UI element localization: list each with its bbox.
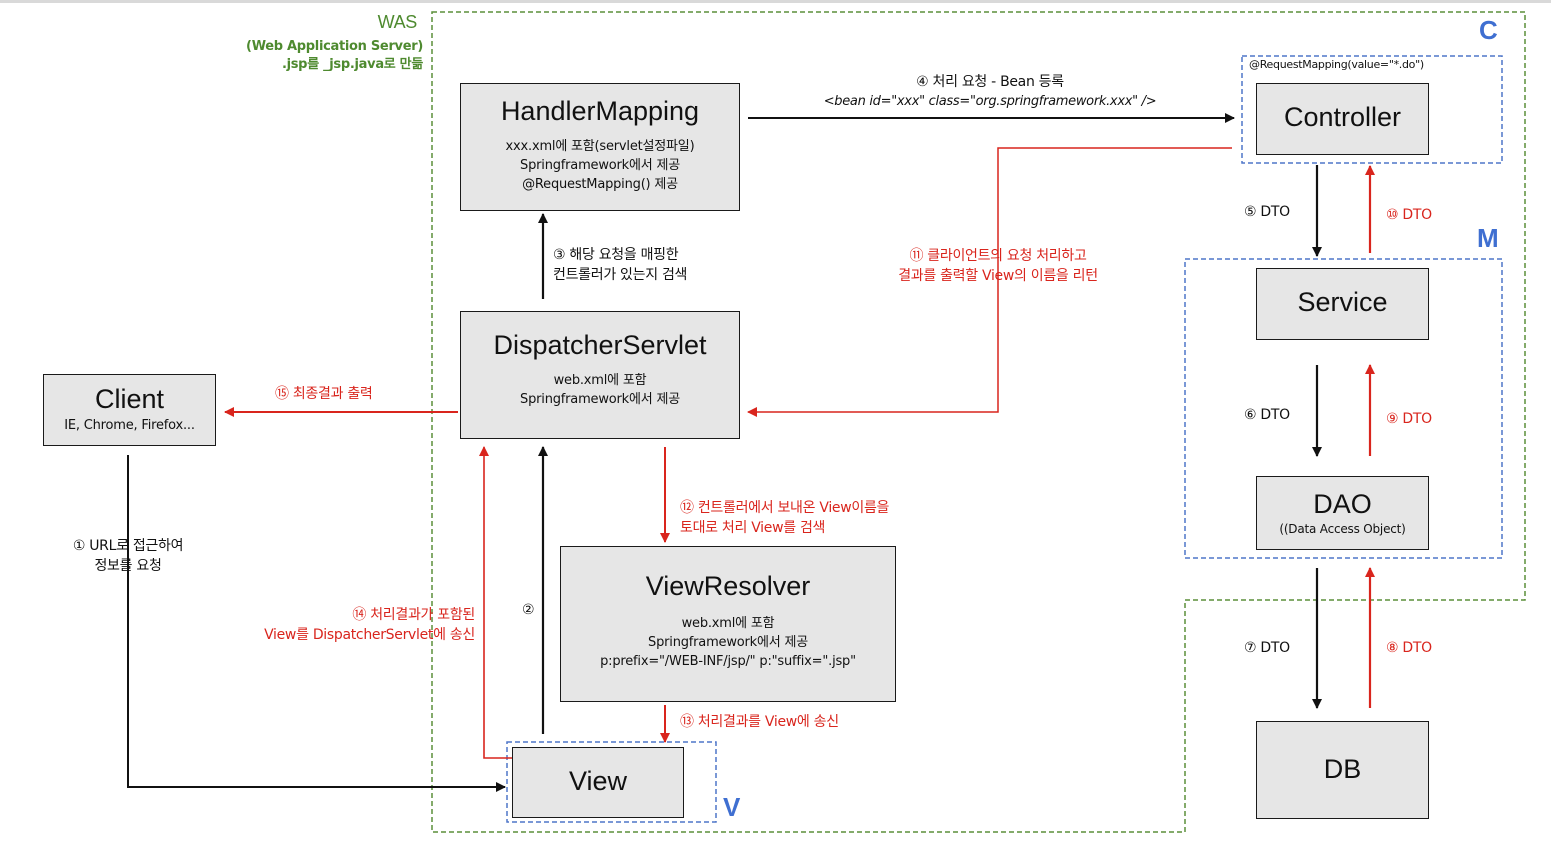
label-step4-action: ④ 처리 요청 - Bean 등록 [916,74,1064,90]
dao-title: DAO [1313,489,1372,519]
label-step14: ⑭ 처리결과가 포함된 View를 DispatcherServlet에 송신 [264,607,475,643]
label-step2: ② [522,602,535,618]
layer-label-v: V [723,792,741,822]
dispatcher-servlet-box: DispatcherServlet web.xml에 포함 Springfram… [460,311,740,439]
arrow-step11 [747,147,1232,417]
label-step6: ⑥ DTO [1244,407,1290,423]
handler-mapping-box: HandlerMapping xxx.xml에 포함(servlet설정파일) … [460,83,740,211]
view-layer-v [506,741,717,823]
dispatcher-servlet-desc: web.xml에 포함 Springframework에서 제공 [520,373,680,407]
label-step11: ⑪ 클라이언트의 요청 처리하고 결과를 출력할 View의 이름을 리턴 [898,248,1098,284]
handler-mapping-title: HandlerMapping [500,96,700,126]
arrow-step14 [479,446,512,759]
handler-mapping-desc: xxx.xml에 포함(servlet설정파일) Springframework… [505,139,695,192]
dispatcher-servlet-title: DispatcherServlet [493,330,707,360]
label-step12: ⑫ 컨트롤러에서 보내온 View이름을 토대로 처리 View를 검색 [680,500,890,536]
service-box: Service [1256,268,1429,340]
view-title: View [568,766,628,796]
label-step8: ⑧ DTO [1386,640,1432,656]
layer-label-m: M [1477,223,1499,253]
controller-title: Controller [1283,102,1402,132]
label-step5: ⑤ DTO [1244,204,1290,220]
label-step7: ⑦ DTO [1244,640,1290,656]
dao-desc: ((Data Access Object) [1279,522,1406,536]
dao-box: DAO ((Data Access Object) [1256,476,1429,550]
controller-layer-c [1241,55,1503,164]
client-desc: IE, Chrome, Firefox... [64,418,195,433]
label-step10: ⑩ DTO [1386,207,1432,223]
label-step9: ⑨ DTO [1386,411,1432,427]
db-title: DB [1323,754,1362,784]
was-title: WAS [377,12,418,32]
db-box: DB [1256,721,1429,819]
was-boundary [431,11,1526,833]
label-step4-bean: <bean id="xxx" class="org.springframewor… [823,94,1157,109]
view-resolver-box: ViewResolver web.xml에 포함 Springframework… [560,546,896,702]
controller-annotation: @RequestMapping(value="*.do") [1249,58,1424,71]
service-title: Service [1297,287,1388,317]
arrow-step1 [127,455,506,792]
label-step13: ⑬ 처리결과를 View에 송신 [680,714,839,730]
top-divider [0,0,1551,3]
controller-box: Controller [1256,83,1429,155]
client-title: Client [94,384,165,414]
label-step15: ⑮ 최종결과 출력 [275,386,373,402]
label-step1: ① URL로 접근하여 정보를 요청 [72,538,184,574]
model-layer-m [1184,258,1503,559]
layer-label-c: C [1479,15,1498,45]
view-box: View [512,747,684,818]
was-subtitle: (Web Application Server) .jsp를 _jsp.java… [246,39,423,72]
label-step3: ③ 해당 요청을 매핑한 컨트롤러가 있는지 검색 [553,247,688,283]
client-box: Client IE, Chrome, Firefox... [43,374,216,446]
view-resolver-desc: web.xml에 포함 Springframework에서 제공 p:prefi… [600,616,856,669]
view-resolver-title: ViewResolver [645,571,811,601]
